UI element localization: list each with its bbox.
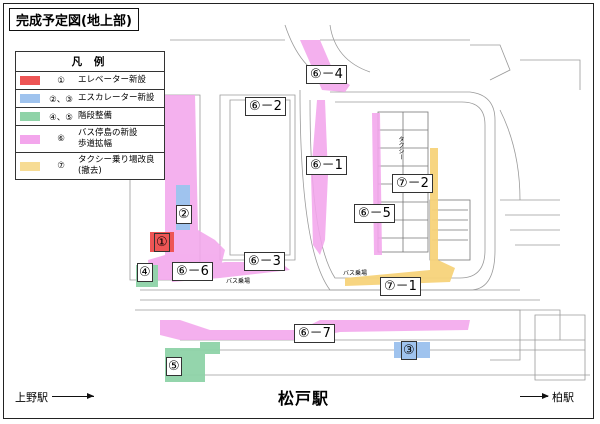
label-6-3: ⑥－3	[244, 252, 285, 271]
legend-swatch-green	[20, 112, 40, 121]
legend-desc: 階段整備	[78, 111, 113, 121]
label-6-4: ⑥－4	[306, 65, 347, 84]
label-5: ⑤	[166, 357, 182, 376]
legend-desc: タクシー乗り場改良 (撤去)	[78, 155, 155, 176]
legend-desc: バス停島の新設 歩道拡幅	[78, 128, 138, 149]
legend-swatch-yellow	[20, 161, 40, 171]
label-6-6: ⑥－6	[172, 262, 213, 281]
arrow-right-tip	[542, 393, 549, 399]
label-7-1: ⑦－1	[380, 277, 421, 296]
label-6-1: ⑥－1	[306, 156, 347, 175]
base-plan	[129, 24, 590, 381]
label-6-2: ⑥－2	[245, 97, 286, 116]
legend-num: ②、③	[49, 94, 73, 105]
label-6-5: ⑥－5	[354, 204, 395, 223]
label-4: ④	[137, 263, 153, 282]
direction-ueno: 上野駅	[15, 391, 48, 404]
legend-row-escalator: ②、③ エスカレーター新設	[16, 90, 164, 108]
bus-stop-label: バス乗場	[343, 270, 368, 277]
direction-kashiwa: 柏駅	[552, 391, 574, 404]
legend-row-stairs: ④、⑤ 階段整備	[16, 108, 164, 126]
legend-row-taxi: ⑦ タクシー乗り場改良 (撤去)	[16, 153, 164, 179]
legend-desc: エスカレーター新設	[78, 93, 155, 103]
legend-swatch-pink	[20, 134, 40, 144]
arrow-right	[520, 396, 548, 397]
legend-num: ⑦	[57, 161, 65, 171]
legend-row-bus-island: ⑥ バス停島の新設 歩道拡幅	[16, 126, 164, 153]
legend-desc: エレベーター新設	[78, 75, 147, 85]
map-frame	[3, 3, 594, 419]
legend-num: ①	[57, 75, 65, 86]
arrow-left	[52, 396, 94, 397]
label-7-2: ⑦－2	[392, 174, 433, 193]
label-1: ①	[154, 233, 170, 252]
legend-row-elevator: ① エレベーター新設	[16, 72, 164, 90]
taxi-label: タクシー	[397, 136, 404, 160]
legend: 凡 例 ① エレベーター新設 ②、③ エスカレーター新設 ④、⑤ 階段整備 ⑥ …	[15, 51, 165, 180]
arrow-left-tip	[87, 393, 94, 399]
legend-header: 凡 例	[16, 52, 164, 72]
yellow-taxi-areas	[345, 148, 455, 286]
legend-swatch-blue	[20, 94, 40, 103]
label-2: ②	[176, 205, 192, 224]
legend-swatch-red	[20, 76, 40, 85]
legend-num: ⑥	[57, 134, 65, 144]
map-title: 完成予定図(地上部)	[9, 8, 139, 31]
label-6-7: ⑥－7	[294, 324, 335, 343]
label-3: ③	[401, 341, 417, 360]
bus-stop-label: バス乗場	[226, 278, 251, 285]
legend-num: ④、⑤	[49, 112, 73, 123]
station-name: 松戸駅	[278, 389, 330, 408]
